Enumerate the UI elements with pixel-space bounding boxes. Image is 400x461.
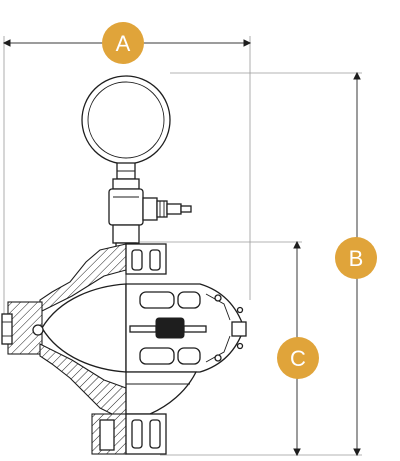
label-b-text: B (349, 246, 364, 271)
valve-body-section (1, 243, 127, 455)
pressure-gauge (81, 75, 171, 180)
label-badge-c: C (277, 337, 319, 379)
label-a-text: A (116, 31, 131, 56)
label-c-text: C (290, 346, 306, 371)
dimension-b (160, 71, 362, 457)
label-badge-a: A (102, 22, 144, 64)
label-badge-b: B (335, 237, 377, 279)
valve-body-exterior (125, 243, 247, 455)
